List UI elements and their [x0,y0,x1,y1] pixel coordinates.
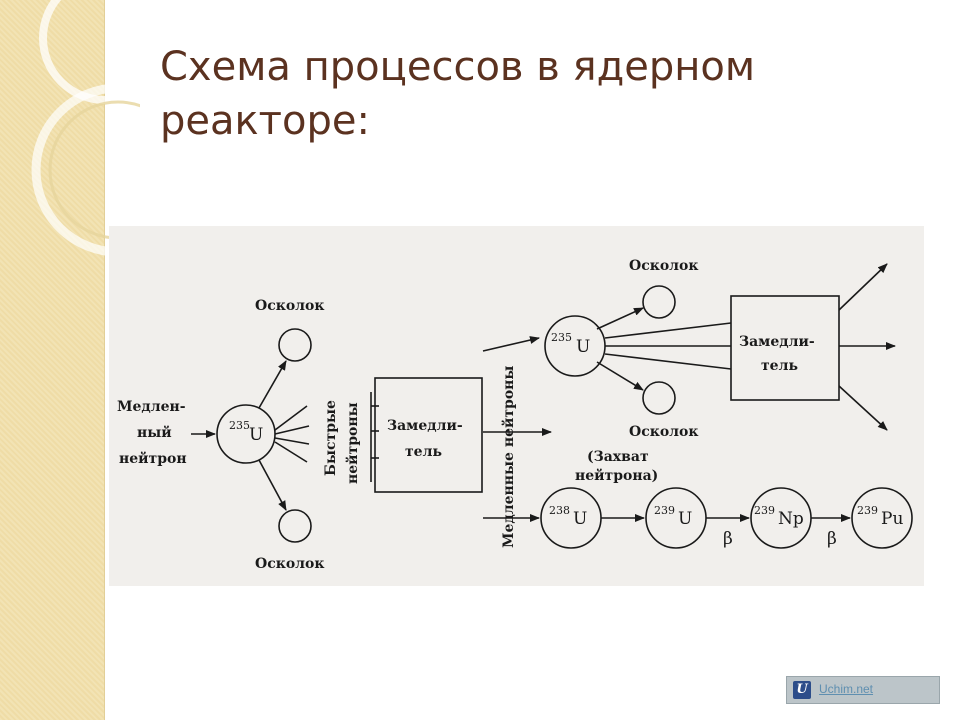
u235-right-mass: 235 [551,331,572,344]
fast-neutrons-label-line-2: нейтроны [344,402,361,484]
slow-neutron-label-line-2: ный [137,424,172,441]
slow-neutron-arrow-upper [482,336,540,352]
neutron-line-to-moderator [604,353,732,370]
moderator-left-label-line-1: Замедли- [387,418,463,434]
pu239-symbol: Pu [881,509,903,529]
fragment-circle-top-right [642,285,676,319]
fast-neutron-line [274,425,310,435]
decorative-rings [31,0,140,257]
diagram-canvas: Медлен- ный нейтрон Осколок Осколок 235 … [117,258,913,572]
u239-nucleus [645,487,707,549]
fragment-arrow-top-right [596,307,644,330]
u238-mass: 238 [549,504,570,517]
u235-left-mass: 235 [229,419,250,432]
u235-nucleus-right [544,315,606,377]
u235-nucleus-left [216,404,276,464]
fragment-label-bottom-right: Осколок [629,424,699,440]
u239-mass: 239 [654,504,675,517]
fragment-circle-bottom-right [642,381,676,415]
slow-neutrons-label: Медленные нейтроны [500,366,517,548]
u238-nucleus [540,487,602,549]
np239-mass: 239 [754,504,775,517]
pu239-mass: 239 [857,504,878,517]
fragment-label-top-left: Осколок [255,298,325,314]
moderator-right-label-line-1: Замедли- [739,334,815,350]
fragment-arrow-bottom-left [258,459,287,511]
moderator-right-label-line-2: тель [761,358,798,374]
uchim-logo-icon: U [793,681,811,699]
output-arrow-down [838,385,888,431]
slide-title-line-2: реакторе: [160,98,370,144]
uchim-site-link[interactable]: Uchim.net [819,682,874,696]
fast-neutron-line [274,405,308,431]
uchim-badge[interactable]: U Uchim.net [786,676,940,704]
np239-symbol: Np [778,509,804,529]
moderator-left-label-line-2: тель [405,444,442,460]
reactor-process-diagram: Медлен- ный нейтрон Осколок Осколок 235 … [109,226,924,586]
u239-symbol: U [678,509,692,529]
output-arrow-up [838,263,888,311]
beta-label-1: β [723,529,733,549]
fast-neutron-line [274,437,310,445]
beta-label-2: β [827,529,837,549]
u238-symbol: U [573,509,587,529]
moderator-box-right [730,295,840,401]
u235-right-symbol: U [576,337,590,357]
pu239-nucleus [851,487,913,549]
capture-label-line-2: нейтрона) [575,467,658,484]
u235-left-symbol: U [249,425,263,445]
fast-neutron-line [274,441,308,463]
slow-neutron-label-line-1: Медлен- [117,399,186,415]
fast-neutrons-label-line-1: Быстрые [323,400,339,476]
slow-neutron-label-line-3: нейтрон [119,450,187,467]
neutron-line-to-moderator [604,322,732,339]
fragment-arrow-top-left [258,360,287,409]
fragment-label-bottom-left: Осколок [255,556,325,572]
fragment-arrow-bottom-right [596,361,644,391]
fragment-circle-bottom-left [278,509,312,543]
slide-title-line-1: Схема процессов в ядерном [160,44,756,90]
fragment-circle-top-left [278,328,312,362]
moderator-box-left [374,377,483,493]
slide-title: Схема процессов в ядерном реакторе: [160,40,920,148]
capture-label-line-1: (Захват [587,449,649,465]
fragment-label-top-right: Осколок [629,258,699,274]
